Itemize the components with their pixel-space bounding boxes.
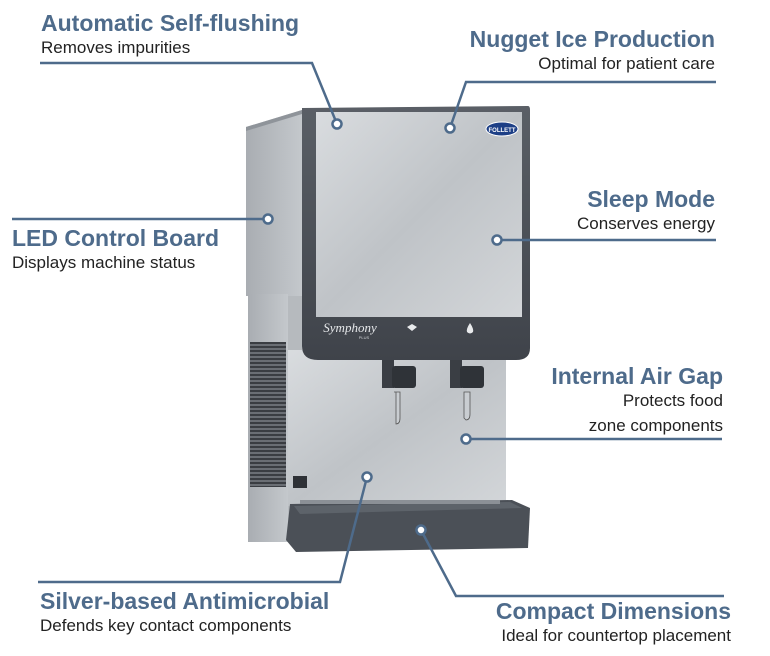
side-vent	[250, 342, 286, 487]
dot-nugget-ice	[444, 122, 456, 134]
feature-title: Internal Air Gap	[551, 363, 723, 389]
front-housing	[302, 106, 530, 360]
leader-dimensions	[419, 529, 724, 598]
feature-desc: Optimal for patient care	[538, 54, 715, 73]
feature-title: Sleep Mode	[587, 186, 715, 212]
feature-desc: Removes impurities	[41, 38, 191, 57]
leader-lines	[12, 61, 724, 598]
upper-side-panel	[246, 110, 302, 296]
rating-plate	[293, 476, 307, 488]
feature-title: Nugget Ice Production	[469, 26, 715, 52]
feature-desc: Conserves energy	[577, 214, 715, 233]
front-steel-panel	[316, 112, 522, 317]
feature-desc-line-2: zone components	[588, 416, 723, 435]
svg-text:FOLLETT: FOLLETT	[489, 128, 516, 134]
feature-self-flushing: Automatic Self-flushing Removes impuriti…	[41, 10, 299, 59]
feature-sleep-mode: Sleep Mode Conserves energy	[577, 186, 715, 235]
dot-led-board	[262, 213, 274, 225]
follett-logo: FOLLETT	[485, 121, 519, 137]
feature-nugget-ice: Nugget Ice Production Optimal for patien…	[470, 26, 715, 75]
model-name: Symphony	[323, 320, 377, 335]
feature-dimensions: Compact Dimensions Ideal for countertop …	[496, 598, 731, 647]
ice-dispenser-nozzle	[382, 360, 416, 425]
feature-desc: Displays machine status	[12, 253, 196, 272]
dot-sleep-mode	[491, 234, 503, 246]
feature-desc-line-1: Protects food	[622, 391, 723, 410]
dot-self-flushing	[331, 118, 343, 130]
feature-title: Automatic Self-flushing	[41, 10, 300, 36]
feature-antimicrobial: Silver-based Antimicrobial Defends key c…	[40, 588, 329, 637]
feature-air-gap: Internal Air Gap Protects food zone comp…	[551, 363, 723, 437]
callout-dots	[262, 118, 503, 536]
dot-antimicrobial	[361, 471, 373, 483]
feature-title: LED Control Board	[12, 225, 219, 251]
ice-button-icon[interactable]	[407, 324, 417, 331]
feature-desc: Ideal for countertop placement	[501, 626, 731, 645]
drain-tray	[286, 500, 530, 552]
water-dispenser-nozzle	[450, 360, 484, 421]
feature-led-board: LED Control Board Displays machine statu…	[12, 225, 219, 274]
model-sub: PLUS	[359, 335, 370, 340]
feature-title: Silver-based Antimicrobial	[40, 588, 330, 614]
leader-antimicrobial	[38, 476, 369, 584]
water-button-icon[interactable]	[466, 323, 474, 334]
dot-air-gap	[460, 433, 472, 445]
leader-self-flushing	[40, 61, 339, 125]
feature-desc: Defends key contact components	[40, 616, 292, 635]
leader-nugget-ice	[448, 80, 716, 129]
dot-dimensions	[415, 524, 427, 536]
feature-title: Compact Dimensions	[495, 598, 731, 624]
